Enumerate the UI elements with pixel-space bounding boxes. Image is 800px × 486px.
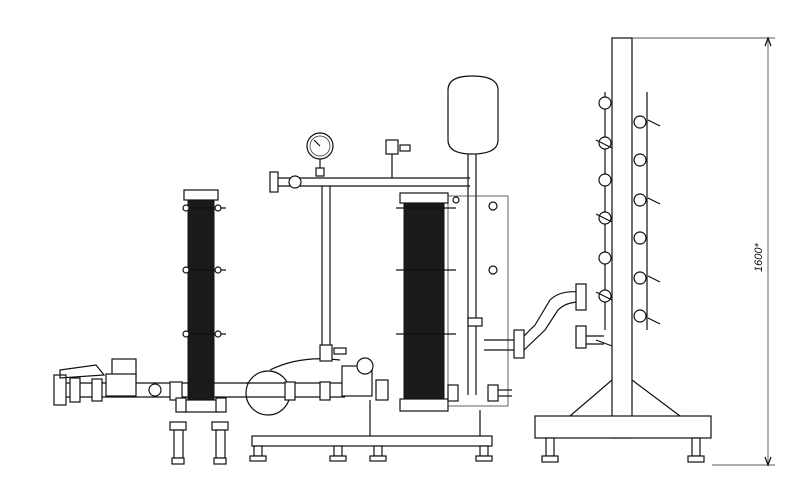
pressure-gauge: [306, 132, 334, 177]
expansion-tank: [447, 75, 499, 395]
manifold-stand: [534, 379, 712, 463]
plate-heat-exchanger-center: [396, 192, 512, 412]
base-frame: [249, 400, 493, 462]
left-support-legs: [169, 421, 229, 465]
elbow-pipe: [484, 283, 604, 359]
upper-pipe-line: [269, 139, 470, 362]
inlet-pipe-assembly: [53, 358, 250, 406]
vertical-manifold: [595, 37, 661, 439]
horizontal-tank: [245, 357, 389, 416]
height-dimension-label: 1600*: [753, 243, 765, 272]
height-dimension: 1600*: [632, 36, 775, 467]
plate-heat-exchanger-left: [175, 189, 227, 413]
